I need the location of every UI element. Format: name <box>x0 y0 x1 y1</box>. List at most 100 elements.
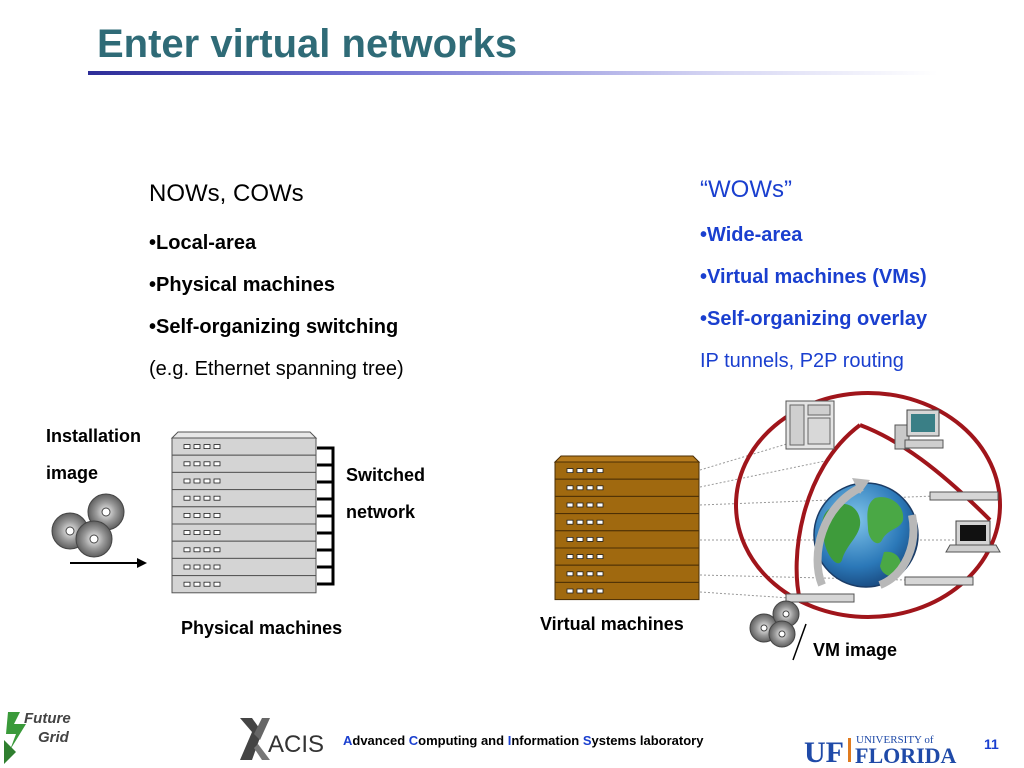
rack-led <box>183 547 191 553</box>
rack-led <box>586 468 594 474</box>
rack-led <box>566 588 574 594</box>
rack-led <box>576 537 584 542</box>
server-tower-icon <box>785 400 835 450</box>
rack-led <box>183 530 191 535</box>
rack-led <box>576 485 584 491</box>
rack-led <box>193 495 201 501</box>
rack-led <box>596 519 604 525</box>
switched-network-label-2: network <box>346 502 416 522</box>
switch-bracket-icon <box>317 446 335 586</box>
left-bullet-1: •Local-area <box>149 232 257 254</box>
rack-led <box>193 547 201 553</box>
globe-icon <box>813 478 919 589</box>
futuregrid-logo: Future Grid <box>4 710 71 764</box>
rack-led <box>566 502 574 508</box>
rack-led <box>193 513 201 518</box>
rack-led <box>586 588 594 594</box>
rack-unit <box>554 513 700 532</box>
uf-logo-bottom-text: FLORIDA <box>855 743 957 768</box>
rack-led <box>213 495 221 501</box>
right-note: IP tunnels, P2P routing <box>700 350 904 372</box>
lab-name: Advanced Computing and Information Syste… <box>343 733 704 748</box>
rack-led <box>193 564 201 570</box>
installation-label: Installation <box>46 426 142 446</box>
rack-led <box>576 502 584 508</box>
right-bullet-3: •Self-organizing overlay <box>700 308 928 330</box>
right-heading: “WOWs” <box>700 176 792 203</box>
rack-led <box>203 564 211 570</box>
rack-unit <box>554 547 700 566</box>
left-heading: NOWs, COWs <box>149 180 304 207</box>
rack-led <box>596 468 604 474</box>
rack-led <box>596 554 604 559</box>
rack-led <box>193 444 201 450</box>
switched-network-label: Switched <box>346 465 426 485</box>
rack-unit <box>554 530 700 549</box>
rack-led <box>203 513 211 518</box>
rack-led <box>193 478 201 484</box>
rack-led <box>183 478 191 484</box>
rack-led <box>203 461 211 467</box>
rack-led <box>183 495 191 501</box>
rack-led <box>183 581 191 587</box>
rack-led <box>566 554 574 559</box>
install-arrow-icon <box>70 558 147 568</box>
router-icon <box>785 491 999 603</box>
rack-led <box>213 547 221 553</box>
rack-led <box>566 571 574 577</box>
vm-image-cd-icon <box>749 600 807 661</box>
rack-led <box>576 519 584 525</box>
overlay-ring <box>734 391 1002 619</box>
rack-led <box>203 530 211 535</box>
rack-led <box>576 588 584 594</box>
futuregrid-logo-line-1: Future <box>24 710 71 727</box>
rack-led <box>586 502 594 508</box>
rack-led <box>566 519 574 525</box>
rack-led <box>213 461 221 467</box>
rack-unit <box>554 461 700 480</box>
rack-led <box>193 461 201 467</box>
virtual-machines-caption: Virtual machines <box>540 614 684 634</box>
laptop-icon <box>945 520 1001 553</box>
uf-logo-top-text: UNIVERSITY of <box>856 734 934 746</box>
left-bullet-3: •Self-organizing switching <box>149 316 399 338</box>
acis-logo: ACIS <box>240 718 324 760</box>
vm-image-label: VM image <box>813 640 898 660</box>
rack-unit <box>554 478 700 497</box>
right-bullet-1: •Wide-area <box>700 224 803 246</box>
rack-led <box>213 444 221 450</box>
rack-led <box>586 519 594 525</box>
rack-led <box>576 554 584 559</box>
rack-led <box>213 530 221 535</box>
rack-top <box>170 431 318 439</box>
rack-led <box>596 502 604 508</box>
rack-led <box>203 547 211 553</box>
rack-led <box>183 444 191 450</box>
rack-led <box>566 485 574 491</box>
uf-logo-mark: UF <box>804 736 844 768</box>
rack-led <box>183 513 191 518</box>
rack-led <box>213 478 221 484</box>
rack-led <box>596 485 604 491</box>
rack-led <box>193 530 201 535</box>
rack-led <box>183 564 191 570</box>
rack-led <box>586 485 594 491</box>
rack-led <box>213 513 221 518</box>
rack-led <box>586 571 594 577</box>
rack-unit <box>171 575 317 594</box>
rack-led <box>576 468 584 474</box>
rack-led <box>203 444 211 450</box>
rack-led <box>596 537 604 542</box>
slide-title: Enter virtual networks <box>97 22 518 66</box>
acis-logo-text: ACIS <box>268 731 324 758</box>
rack-led <box>566 468 574 474</box>
futuregrid-logo-line-2: Grid <box>38 729 70 746</box>
right-bullet-2: •Virtual machines (VMs) <box>700 266 927 288</box>
uf-logo: UF UNIVERSITY of FLORIDA <box>804 734 957 768</box>
rack-led <box>596 571 604 577</box>
left-bullet-2: •Physical machines <box>149 274 335 296</box>
rack-led <box>586 554 594 559</box>
rack-led <box>183 461 191 467</box>
rack-led <box>203 495 211 501</box>
